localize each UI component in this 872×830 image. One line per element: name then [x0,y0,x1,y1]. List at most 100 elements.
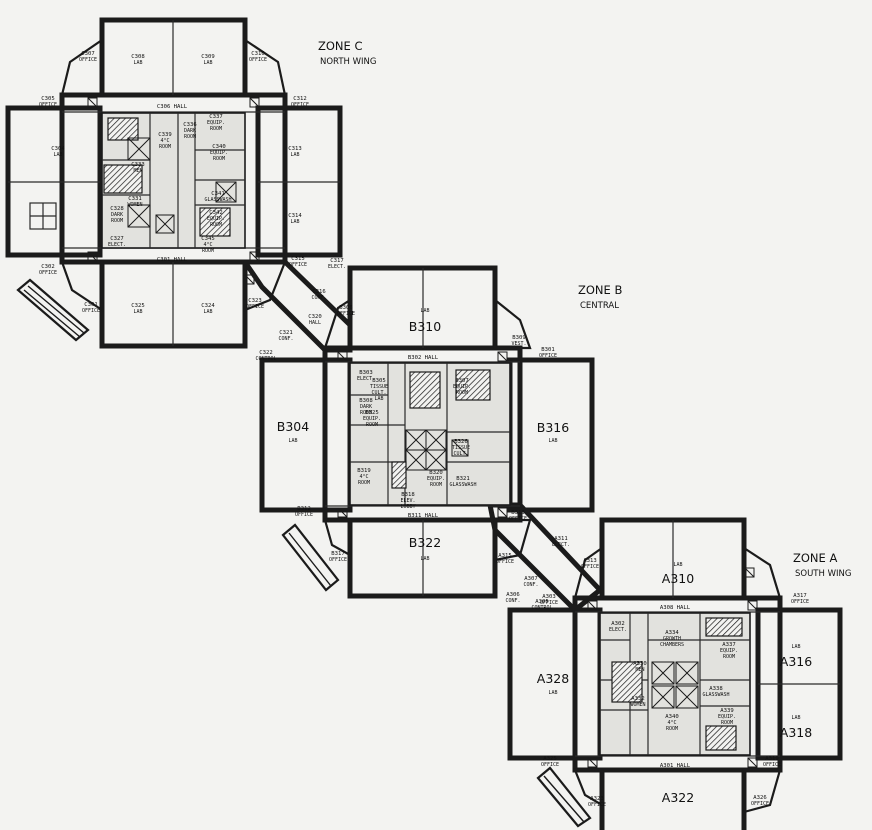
room-number: A319 [765,756,778,762]
room-number: B303 [359,370,372,376]
room-type: OFFICE [295,512,313,518]
room-type: ROOM [184,134,196,140]
room-number: C328 [110,206,124,212]
room-type: OFFICE [539,353,557,359]
room-type: OFFICE [496,559,514,565]
room-number: C305 [41,96,54,102]
room-type: LAB [288,438,297,444]
room-type: WOMEN [127,202,142,208]
room-number: A307 [524,576,537,582]
room-type: EQUIP. [207,120,225,126]
room-type: CULT. [453,451,468,457]
room-type: ROOM [721,720,733,726]
room-type: ROOM [366,422,378,428]
room-type: OFFICE [751,801,769,807]
zone-c-north-wing [5,17,353,353]
room-type: CHAMBERS [660,642,684,648]
room-type: LAB [374,396,383,402]
window-wing-b [281,523,340,592]
zone-subtitle: CENTRAL [580,301,619,311]
room-number: C325 [131,303,144,309]
room-type: EQUIP. [363,416,381,422]
room-type: OFFICE [291,102,309,108]
room-type: CONF. [278,336,293,342]
room-type: ROOM [210,126,222,132]
hall-labels: C306 HALL C301 HALL B302 HALL B311 HALL … [157,104,691,769]
window-wing-c [16,278,90,342]
room-type: ELECT. [357,376,375,382]
room-label: A316 [780,654,812,669]
room-number: A302 [611,621,624,627]
room-type: ROOM [456,390,468,396]
room-number: B312 [297,506,310,512]
room-number: A323 [590,796,603,802]
room-type: ROOM [358,480,370,486]
room-type: OFFICE [588,802,606,808]
room-type: ELECT. [552,542,570,548]
room-number: C304 [51,146,65,152]
room-number: C308 [131,54,145,60]
room-type: 4°C [160,138,169,144]
room-type: EQUIP. [427,476,445,482]
room-type: EQUIP. [453,384,471,390]
room-label: A318 [780,725,812,740]
room-type: GLASSWASH [204,197,231,203]
room-type: LAB [673,562,682,568]
room-number: A315 [498,553,511,559]
room-number: C307 [81,51,94,57]
room-type: ROOM [213,156,225,162]
room-number: C321 [279,330,292,336]
room-type: GLASSWASH [702,692,729,698]
room-type: ROOM [159,144,171,150]
room-label: A310 [662,571,694,586]
room-number: C327 [110,236,123,242]
room-type: GROWTH [663,636,681,642]
room-type: OFFICE [329,557,347,563]
room-label: B310 [409,319,441,334]
zone-subtitle: NORTH WING [320,57,376,67]
room-number: B313 [511,510,524,516]
zone-b-central [259,265,604,614]
room-type: ROOM [430,482,442,488]
large-room-labels: B310 LAB B304 LAB B316 LAB B322 LAB A310… [277,308,812,805]
room-type: EQUIP. [210,150,228,156]
room-type: EQUIP. [207,216,225,222]
room-number: C302 [41,264,54,270]
room-number: C316 [312,289,325,295]
room-type: GLASSWASH [449,482,476,488]
room-type: ELEV. [400,498,415,504]
room-type: LAB [420,556,429,562]
room-type: CONTROL [255,356,276,362]
room-number: A330 [633,661,646,667]
room-type: EQUIP. [718,714,736,720]
room-type: DARK [184,128,196,134]
hall-label: A308 HALL [660,605,691,611]
room-type: OFFICE [246,304,264,310]
room-number: B309 [512,335,525,341]
room-type: LAB [133,309,142,315]
room-type: OFFICE [39,270,57,276]
room-type: LAB [290,152,299,158]
room-number: C345 [201,236,214,242]
room-number: C339 [158,132,171,138]
room-number: B318 [401,492,415,498]
room-type: 4°C [667,720,676,726]
room-number: C323 [248,298,261,304]
room-number: B317 [331,551,344,557]
room-type: ROOM [360,410,372,416]
room-number: C337 [209,114,222,120]
room-number: B326 [454,439,467,445]
room-number: C309 [201,54,214,60]
room-number: C336 [183,122,196,128]
room-type: OFFICE [289,262,307,268]
room-type: OFFICE [509,516,527,522]
room-number: C314 [288,213,302,219]
room-type: LAB [548,438,557,444]
room-type: LAB [791,715,800,721]
room-type: CONF. [523,582,538,588]
zone-subtitle: SOUTH WING [795,569,851,579]
room-number: C322 [259,350,272,356]
room-number: C341 [211,191,224,197]
